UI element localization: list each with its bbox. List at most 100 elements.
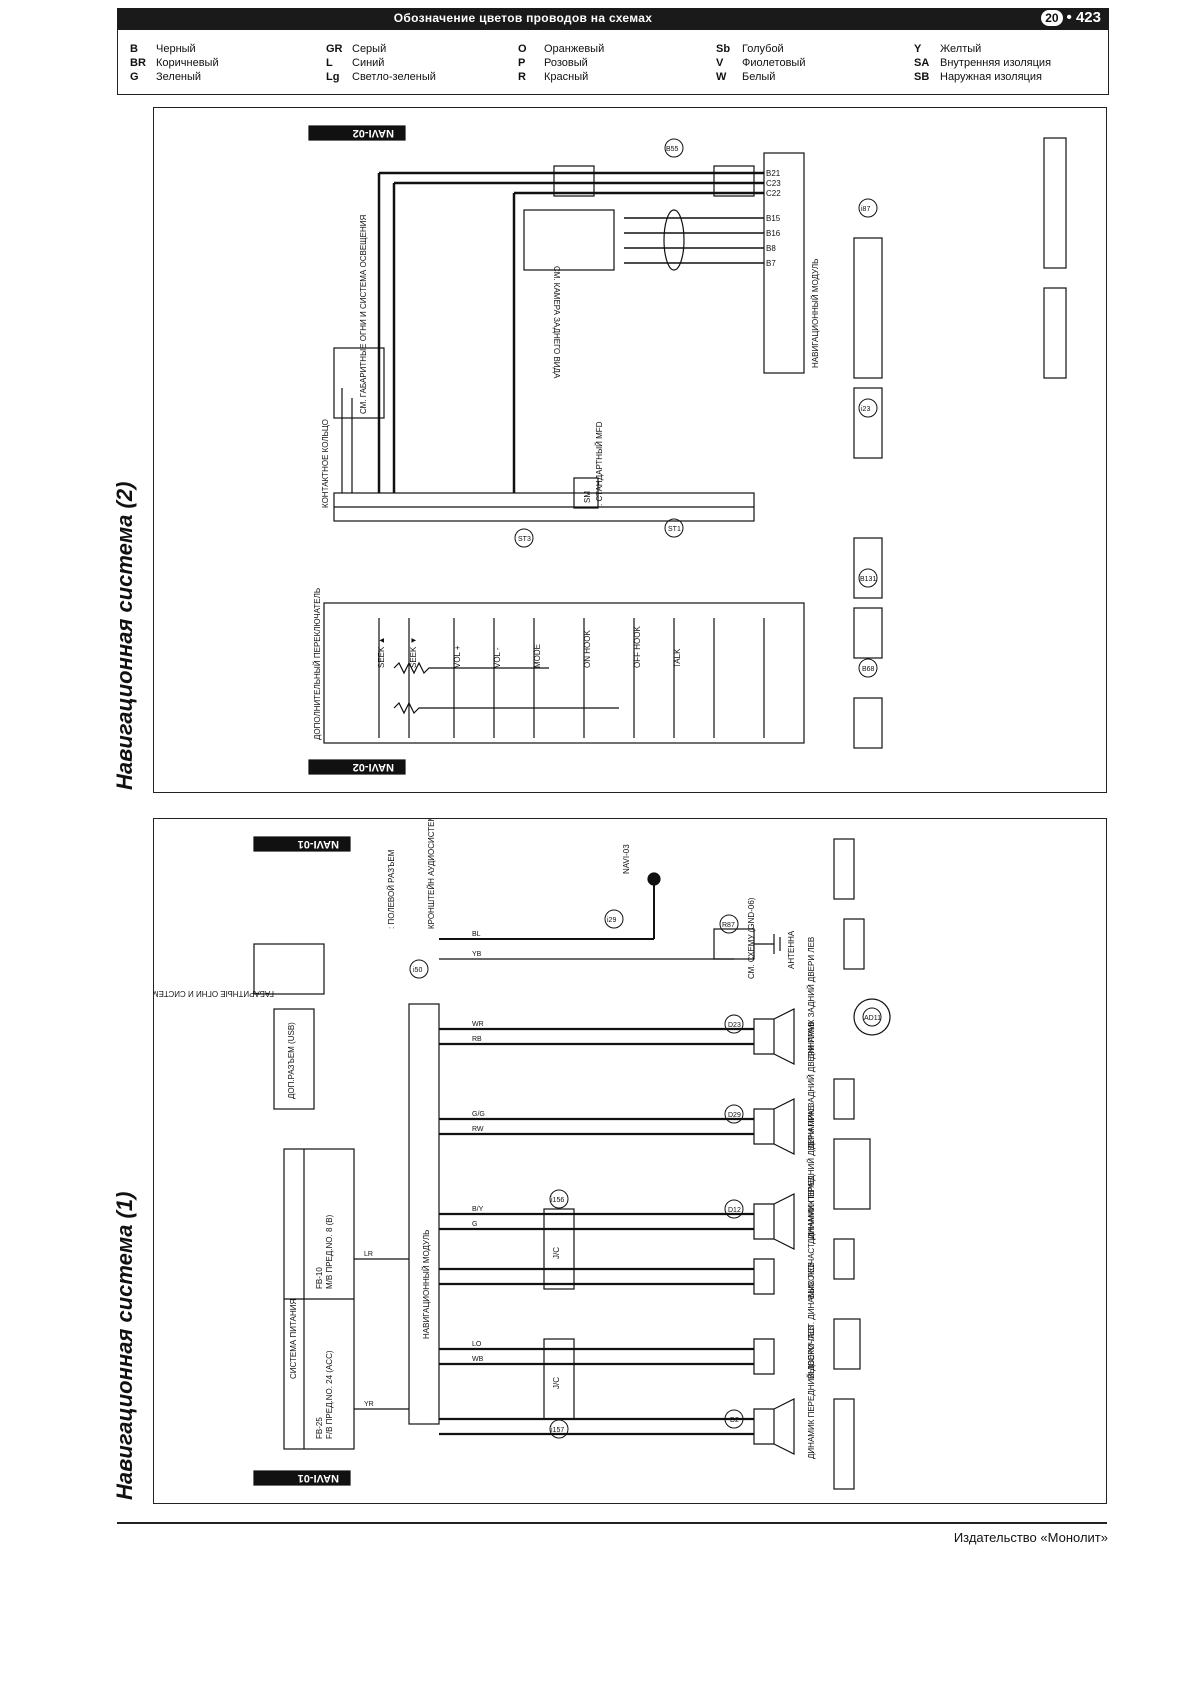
antenna-label: АНТЕННА (787, 930, 796, 969)
aux-switch-label: ДОПОЛНИТЕЛЬНЫЙ ПЕРЕКЛЮЧАТЕЛЬ (313, 588, 322, 740)
speaker-label: ВЫСОКОЧАСТ. ДИНАМИК ПРАВ (807, 1177, 816, 1299)
tag-navi-01-top: NAVI-01 (298, 838, 339, 850)
connector-id: D12 (728, 1207, 741, 1214)
section1-title: Навигационная система (1) (112, 1191, 137, 1500)
fuse2-label: M/B ПРЕД.NO. 8 (B) (325, 1214, 334, 1289)
connector-id: ST3 (518, 536, 531, 543)
connector-id: D29 (728, 1112, 741, 1119)
navi-02-svg: B21 C23 C22 B15 B16 B8 B7 ДОПОЛНИТЕЛЬНЫЙ… (308, 125, 1067, 775)
power-system-label: СИСТЕМА ПИТАНИЯ (289, 1299, 298, 1379)
page-label: • 423 (1066, 9, 1101, 26)
navi03-label: NAVI-03 (622, 844, 631, 874)
contact-ring-label: КОНТАКТНОЕ КОЛЬЦО (321, 419, 330, 508)
wire-label: YR (364, 1401, 374, 1408)
connector-id: i29 (607, 917, 616, 924)
wire-label: B/Y (472, 1206, 484, 1213)
mfd-note: : СТАНДАРТНЫЙ MFD (595, 421, 604, 506)
nav-module-label: НАВИГАЦИОННЫЙ МОДУЛЬ (422, 1230, 431, 1339)
wire-label: RB (472, 1036, 482, 1043)
connector-id: D2 (730, 1417, 739, 1424)
camera-ref-label: СМ. КАМЕРА ЗАДНЕГО ВИДА (552, 266, 561, 379)
button-label: MODE (533, 644, 542, 668)
button-label: SEEK ▲ (377, 637, 386, 668)
wire-label: WR (472, 1021, 484, 1028)
wire-label: G/G (472, 1111, 485, 1118)
usb-label: ДОП.РАЗЪЕМ (USB) (287, 1022, 296, 1099)
connector-id: i50 (413, 967, 422, 974)
pin-label: B8 (766, 244, 776, 253)
pin-label: B16 (766, 229, 781, 238)
publisher: Издательство «Монолит» (953, 1530, 1108, 1545)
speaker-label: ВЫСОКОЧАСТ. ДИНАМИК ЛЕВ (807, 1262, 816, 1379)
switch-buttons (378, 618, 765, 738)
pin-label: B7 (766, 259, 776, 268)
fuse1-id: FB-25 (315, 1417, 324, 1439)
pin-label: C22 (766, 189, 781, 198)
page-number: 20 • 423 (1041, 9, 1101, 26)
connector-id: i87 (861, 206, 870, 213)
button-label: VOL + (453, 645, 462, 668)
usb-box (273, 1008, 315, 1110)
wire-label: YB (472, 951, 482, 958)
chapter-badge: 20 (1041, 9, 1063, 26)
connector-id: B68 (862, 666, 875, 673)
section2-title: Навигационная система (2) (112, 481, 137, 790)
wire-label: BL (472, 931, 481, 938)
jc-label-2: J/C (552, 1377, 561, 1389)
speaker-label: ДИНАМИК ЗАДНИЙ ДВЕРИ ПРАВ (807, 1021, 816, 1149)
connector-id: AD11 (864, 1015, 881, 1022)
speakers (753, 1008, 795, 1455)
header-title: Обозначение цветов проводов на схемах (393, 11, 653, 25)
gabarit-ref-label: СМ. ГАБАРИТНЫЕ ОГНИ И СИСТЕМА ОСВЕЩЕНИЯ (359, 214, 368, 414)
navi-01-svg: FB-25 F/B ПРЕД.NO. 24 (ACC) FB-10 M/B ПР… (91, 776, 891, 1490)
connector-id: B131 (860, 576, 876, 583)
button-label: VOL - (493, 647, 502, 668)
bracket-label: КРОНШТЕЙН АУДИОСИСТЕМЫ МАССА (427, 819, 436, 929)
wire-label: LO (472, 1341, 482, 1348)
tag-navi-01-bottom: NAVI-01 (298, 1472, 339, 1484)
connector-id: i157 (551, 1427, 564, 1434)
wire-label: G (472, 1221, 477, 1228)
connector-id: i23 (861, 406, 870, 413)
connector-id: ST1 (668, 526, 681, 533)
connector-id: D23 (728, 1022, 741, 1029)
speaker-label: ДИНАМИК ПЕРЕДНИЙ ДВЕРИ ПРАВ (807, 1105, 816, 1244)
navi-02-diagram: B21 C23 C22 B15 B16 B8 B7 ДОПОЛНИТЕЛЬНЫЙ… (153, 107, 1107, 793)
wire-label: LR (364, 1251, 373, 1258)
nav-module-label: НАВИГАЦИОННЫЙ МОДУЛЬ (811, 259, 820, 368)
pin-label: B21 (766, 169, 781, 178)
aux-switch-box (323, 602, 805, 744)
wire-label: RW (472, 1126, 484, 1133)
navi-01-diagram: FB-25 F/B ПРЕД.NO. 24 (ACC) FB-10 M/B ПР… (91, 776, 1107, 1504)
fuse2-id: FB-10 (315, 1267, 324, 1289)
camera-ref-box (523, 209, 615, 271)
connector-id: R87 (722, 922, 735, 929)
button-label: TALK (673, 648, 682, 668)
gabarit-ref-box (333, 347, 385, 419)
jc-label: J/C (552, 1247, 561, 1259)
gabarit-box (253, 943, 325, 995)
button-label: SEEK ▼ (409, 637, 418, 668)
pin-label: B15 (766, 214, 781, 223)
tag-navi-02-top: NAVI-02 (353, 127, 394, 139)
button-label: OFF HOOK (633, 626, 642, 668)
footer-rule (117, 1522, 1107, 1524)
fuse1-label: F/B ПРЕД.NO. 24 (ACC) (325, 1350, 334, 1439)
see-scheme-label: СМ. СХЕМУ (GND-06) (747, 897, 756, 979)
wire-label: WB (472, 1356, 484, 1363)
